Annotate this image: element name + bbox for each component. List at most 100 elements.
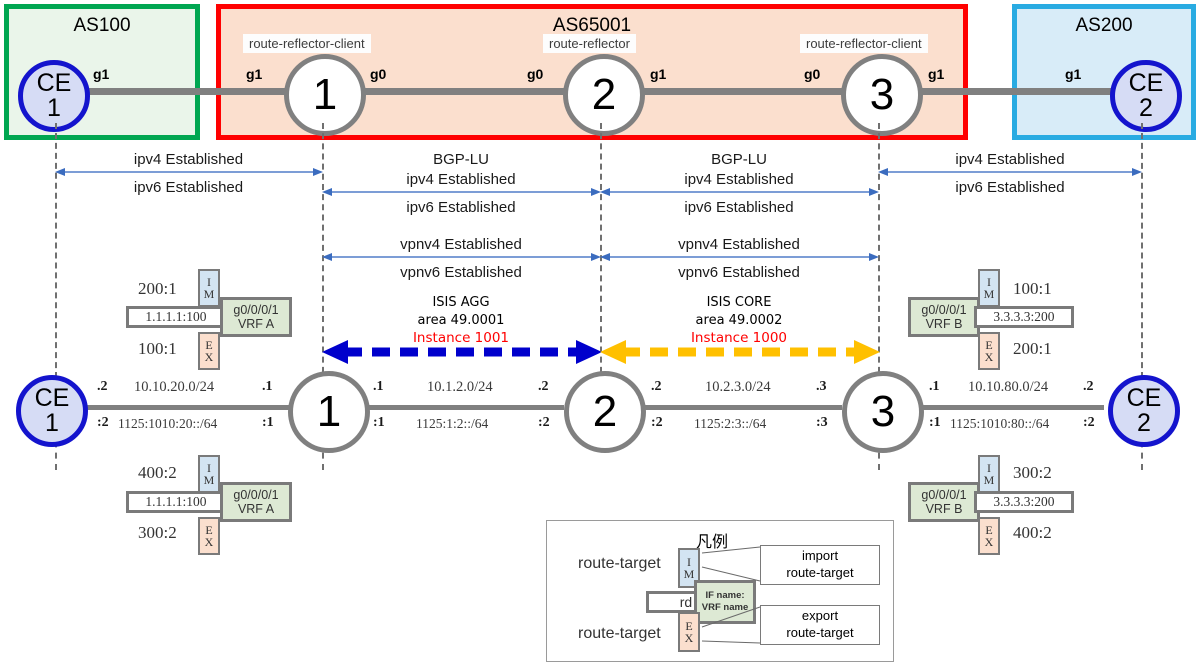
node-r2-top[interactable]: 2	[563, 54, 645, 136]
bgp-label-r2-r3-above: ipv4 Established	[684, 171, 794, 188]
bgp-arrow-r1-r2-lu	[322, 188, 601, 196]
vrf-right-top-ifname: g0/0/0/1	[921, 302, 967, 317]
bgp-arrow-r2-r3-vpn	[600, 253, 879, 261]
legend-vrf-line2: VRF name	[701, 602, 749, 613]
vrf-right-top-import-rt: 100:1	[1013, 279, 1052, 298]
bgp-label-r2-r3-vpn-below: vpnv6 Established	[678, 264, 800, 281]
as-zone-as65001-label: AS65001	[552, 15, 632, 36]
node-r3-top[interactable]: 3	[841, 54, 923, 136]
bgp-label-r2-r3-below: ipv6 Established	[684, 199, 794, 216]
bgp-label-r1-r2-above: ipv4 Established	[406, 171, 516, 188]
octet-r3-ce2-right-v4: .2	[1083, 379, 1094, 394]
octet-r1-r2-left-v4: .1	[373, 379, 384, 394]
vrf-left-bottom-export-rt: 300:2	[138, 523, 177, 542]
bgp-arrow-ce1-r1	[55, 168, 323, 176]
octet-r3-ce2-left-v6: :1	[929, 415, 941, 430]
dashline-ce1	[55, 123, 57, 388]
vrf-right-bottom-import-rt: 300:2	[1013, 463, 1052, 482]
bgp-label-r2-r3-vpn-above: vpnv4 Established	[678, 236, 800, 253]
legend-title: 凡例	[696, 534, 729, 551]
bottom-cable-r2-r3	[634, 405, 842, 410]
vrf-left-top-import-rt: 200:1	[138, 279, 177, 298]
node-r1-bottom[interactable]: 1	[288, 371, 370, 453]
legend-callout-import-line2: route-target	[786, 565, 854, 580]
node-ce2-bottom[interactable]: CE 2	[1108, 375, 1180, 447]
vrf-left-bottom-import-rt: 400:2	[138, 463, 177, 482]
vrf-left-top-export-rt: 100:1	[138, 339, 177, 358]
node-ce1-bottom[interactable]: CE 1	[16, 375, 88, 447]
if-label-ce1-g1-top: g1	[93, 66, 110, 82]
vrf-right-top-rd: 3.3.3.3:200	[974, 306, 1074, 328]
node-r2-top-label: 2	[591, 70, 617, 119]
ipv4-r3-ce2: 10.10.80.0/24	[968, 379, 1049, 395]
rr-label-r2: route-reflector	[543, 34, 636, 53]
vrf-right-top-vrfname: VRF B	[925, 317, 963, 331]
bottom-cable-r3-ce2	[912, 405, 1104, 410]
isis-core-name: ISIS CORE	[706, 295, 772, 310]
bgp-label-r3-ce2-below: ipv6 Established	[955, 179, 1065, 196]
octet-r3-ce2-left-v4: .1	[929, 379, 940, 394]
node-r1-top[interactable]: 1	[284, 54, 366, 136]
dashline-ce2	[1141, 123, 1143, 388]
octet-r2-r3-left-v6: :2	[651, 415, 663, 430]
node-r1-top-label: 1	[312, 70, 338, 119]
dashline-r3	[878, 123, 880, 383]
legend-callout-import-line1: import	[801, 548, 839, 564]
node-ce1-top[interactable]: CE 1	[18, 60, 90, 132]
isis-agg-block: ISIS AGG area 49.0001 Instance 1001	[322, 294, 600, 347]
isis-agg-instance: Instance 1001	[412, 330, 510, 347]
vrf-left-top-vrfname: VRF A	[237, 317, 275, 331]
vrf-right-bottom-export-rt: 400:2	[1013, 523, 1052, 542]
ipv4-r2-r3: 10.2.3.0/24	[705, 379, 771, 395]
octet-ce1-r1-left-v6: :2	[97, 415, 109, 430]
vrf-right-top-export-rt: 200:1	[1013, 339, 1052, 358]
octet-r3-ce2-right-v6: :2	[1083, 415, 1095, 430]
vrf-right-top-vrfbox: g0/0/0/1 VRF B	[908, 297, 980, 337]
isis-agg-arrow	[322, 340, 602, 364]
node-ce2-top[interactable]: CE 2	[1110, 60, 1182, 132]
node-ce2-bottom-line1: CE	[1126, 384, 1162, 412]
if-label-r1-g0-top: g0	[370, 66, 387, 82]
as-zone-as200-label: AS200	[1075, 15, 1133, 36]
bgp-label-r3-ce2-above: ipv4 Established	[955, 151, 1065, 168]
isis-core-instance: Instance 1000	[690, 330, 788, 347]
vrf-left-top-vrfbox: g0/0/0/1 VRF A	[220, 297, 292, 337]
bgp-label-ce1-r1-above: ipv4 Established	[133, 151, 244, 168]
legend-callout-export: export route-target	[760, 605, 880, 645]
bottom-cable-ce1-r1	[76, 405, 294, 410]
dashline-r1	[322, 123, 324, 383]
node-r1-bottom-label: 1	[316, 387, 342, 436]
if-label-r2-g0-top: g0	[527, 66, 544, 82]
if-label-r3-g1-top: g1	[928, 66, 945, 82]
octet-r1-r2-right-v6: :2	[538, 415, 550, 430]
ipv6-r3-ce2: 1125:1010:80::/64	[950, 416, 1050, 431]
node-ce1-bottom-line2: 1	[45, 409, 59, 437]
as-zone-as100-label: AS100	[73, 15, 131, 36]
legend-leader-lines	[701, 546, 761, 644]
dashline-r2	[600, 123, 602, 383]
top-cable-r2-r3	[630, 88, 845, 95]
ipv4-r1-r2: 10.1.2.0/24	[427, 379, 493, 395]
octet-r1-r2-left-v6: :1	[373, 415, 385, 430]
top-cable-r1-r2	[350, 88, 565, 95]
rr-label-r1: route-reflector-client	[243, 34, 371, 53]
isis-core-area: area 49.0002	[695, 312, 783, 328]
node-r2-bottom[interactable]: 2	[564, 371, 646, 453]
bgp-arrow-r1-r2-vpn	[322, 253, 601, 261]
top-cable-ce1-r1	[78, 88, 290, 95]
legend-callout-export-line2: route-target	[786, 625, 854, 640]
node-ce2-bottom-line2: 2	[1137, 409, 1151, 437]
vrf-left-top-ifname: g0/0/0/1	[233, 302, 279, 317]
ipv6-r2-r3: 1125:2:3::/64	[694, 416, 767, 431]
rr-label-r3: route-reflector-client	[800, 34, 928, 53]
vrf-right-bottom-rd: 3.3.3.3:200	[974, 491, 1074, 513]
ipv6-r1-r2: 1125:1:2::/64	[416, 416, 489, 431]
node-r3-bottom[interactable]: 3	[842, 371, 924, 453]
